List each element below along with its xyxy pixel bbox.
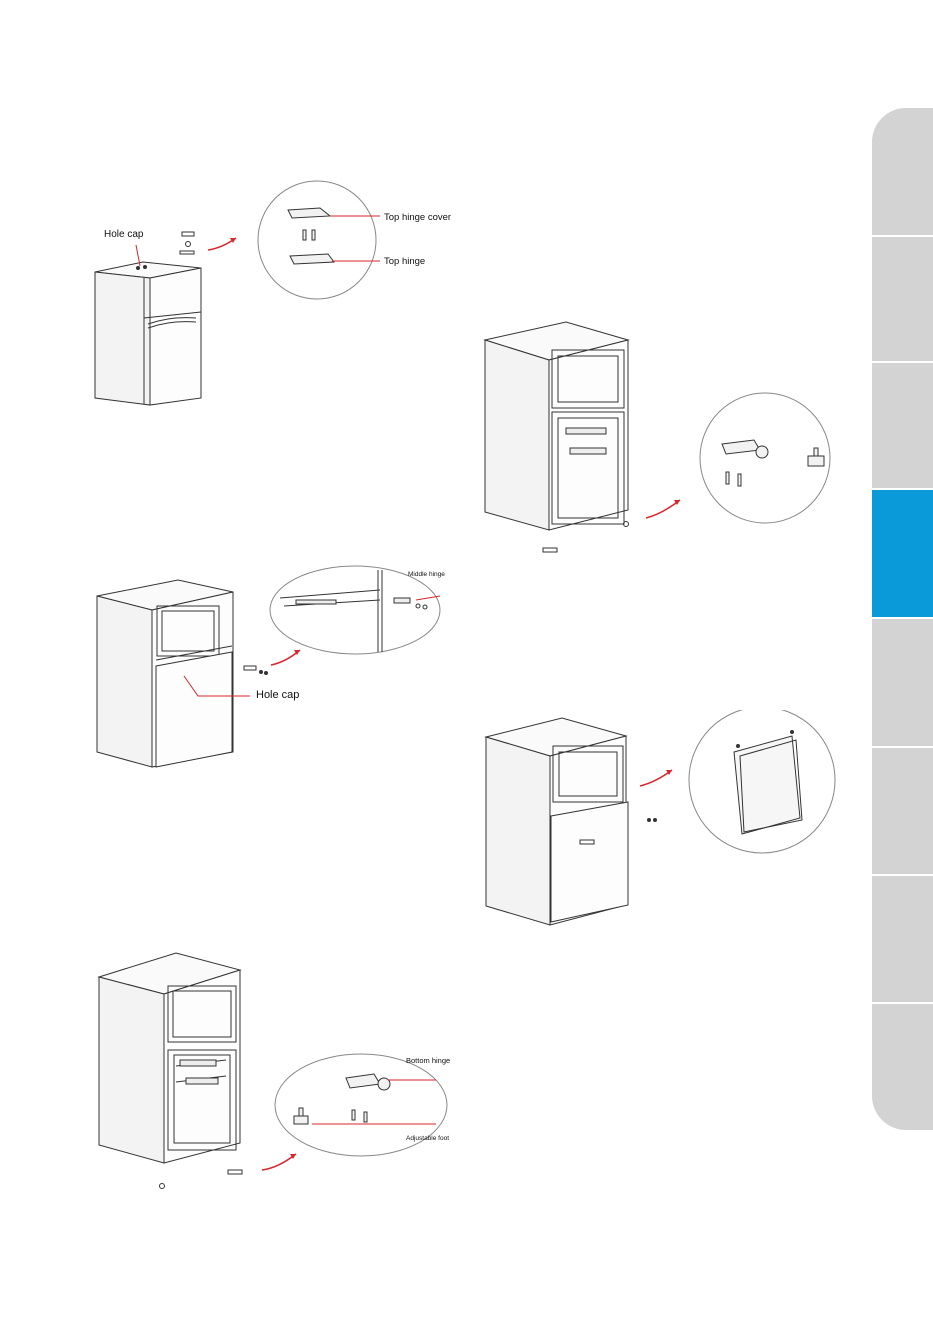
side-tab-2[interactable] [872,236,933,362]
side-tab-1[interactable] [872,108,933,236]
label-hole-cap-top: Hole cap [104,229,143,240]
tab-divider [872,361,933,363]
label-middle-hinge: Middle hinge [408,571,445,578]
figure-middle-hinge [90,560,450,780]
side-tab-8[interactable] [872,1003,933,1130]
side-tab-6[interactable] [872,747,933,875]
tab-divider [872,1002,933,1004]
label-bottom-hinge: Bottom hinge [406,1056,450,1065]
tab-divider [872,746,933,748]
side-tab-7[interactable] [872,875,933,1003]
tab-divider [872,617,933,619]
side-tab-4[interactable] [872,489,933,618]
tab-divider [872,874,933,876]
figure-door-reinstall [480,710,850,930]
label-top-hinge-cover: Top hinge cover [384,212,451,223]
tab-divider [872,488,933,490]
figure-bottom-hinge [95,945,460,1195]
label-adjustable-foot: Adjustable foot [406,1135,449,1142]
tab-divider [872,235,933,237]
figure-hinge-reinstall [480,315,850,575]
label-hole-cap-middle: Hole cap [256,689,299,701]
side-tab-3[interactable] [872,362,933,489]
label-top-hinge: Top hinge [384,256,425,267]
side-tab-5[interactable] [872,618,933,747]
